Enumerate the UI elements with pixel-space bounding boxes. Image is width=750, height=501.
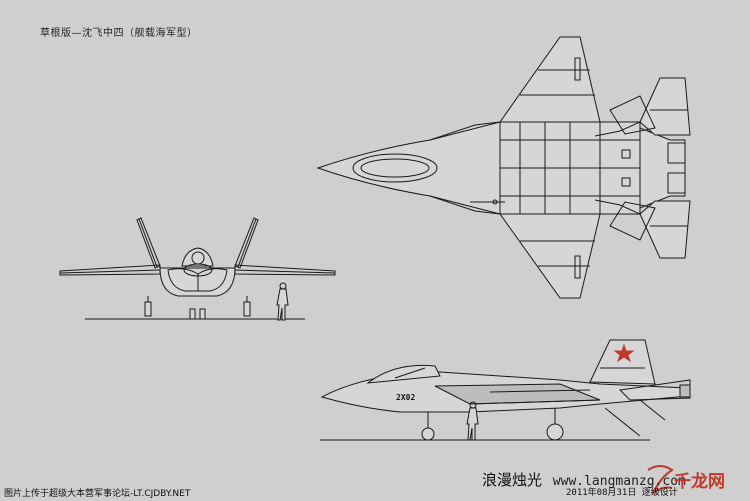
brand-name: 千龙网 [674,472,725,492]
airframe-serial: 2X02 [396,393,416,402]
footer-source: 图片上传于超级大本营军事论坛-LT.CJDBY.NET [4,489,191,499]
date-stamp: 2011年08月31日 逐级设计 [566,488,678,498]
watermark-url: www.langmanzg.com [552,474,686,489]
drawing-title: 草根版—沈飞中四（舰载海军型） [40,28,198,39]
brand-logo-icon [647,465,674,495]
aircraft-side-view-icon [320,339,691,441]
human-figure-icon [466,401,479,441]
aircraft-top-view-icon [316,36,691,299]
red-star-icon [613,343,635,363]
human-figure-icon [276,282,289,321]
watermark-text: 浪漫烛光 [482,471,543,489]
watermark: 浪漫烛光 www.langmanzg.com [482,469,686,490]
aircraft-front-view-icon [59,217,336,320]
